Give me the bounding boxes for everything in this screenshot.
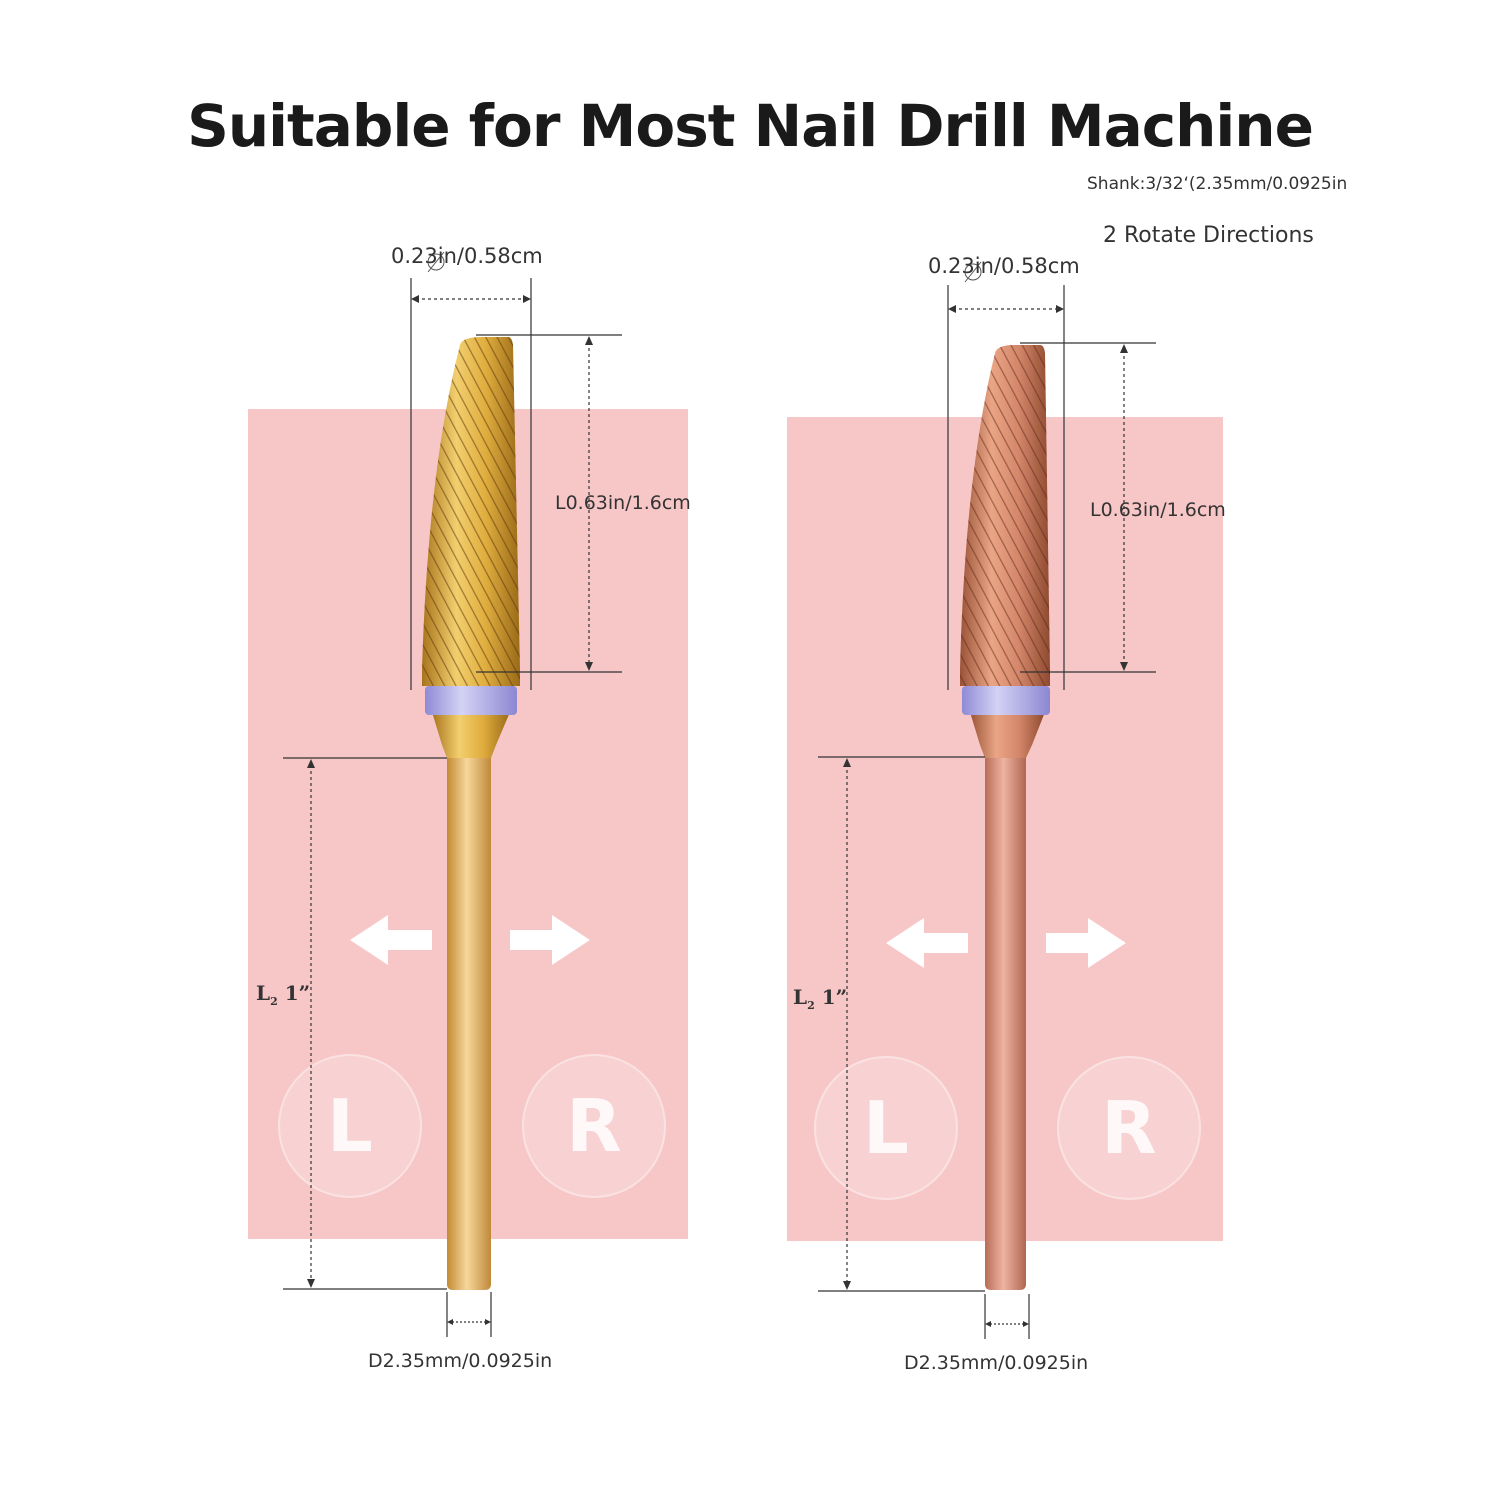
diameter-symbol-icon — [427, 251, 982, 283]
left-rotation-badge: L — [278, 1054, 422, 1198]
right-dimension-lines — [818, 285, 1156, 1339]
left-rotation-badge: L — [814, 1056, 958, 1200]
counterclockwise-arrow-icon — [350, 915, 968, 968]
right-rotation-badge: R — [1057, 1056, 1201, 1200]
gold-drill-bit — [422, 337, 520, 1290]
page-title: Suitable for Most Nail Drill Machine — [187, 92, 1314, 160]
head-length-label: L0.63in/1.6cm — [1090, 499, 1226, 521]
rotate-directions-note: 2 Rotate Directions — [1103, 223, 1314, 248]
shank-diameter-label: D2.35mm/0.0925in — [368, 1350, 553, 1372]
head-width-label: 0.23in/0.58cm — [928, 254, 1080, 278]
right-dimension-arrows — [843, 305, 1128, 1327]
head-length-label: L0.63in/1.6cm — [555, 492, 691, 514]
left-dimension-arrows — [307, 295, 593, 1325]
left-dimension-lines — [283, 278, 622, 1337]
shank-diameter-label: D2.35mm/0.0925in — [904, 1352, 1089, 1374]
shank-length-label: L2 1” — [793, 985, 848, 1012]
shank-spec: Shank:3/32‘(2.35mm/0.0925in — [1087, 174, 1348, 194]
rose-gold-drill-bit — [960, 345, 1050, 1290]
head-width-label: 0.23in/0.58cm — [391, 244, 543, 268]
shank-length-label: L2 1” — [256, 981, 311, 1008]
clockwise-arrow-icon — [510, 915, 1126, 968]
right-rotation-badge: R — [522, 1054, 666, 1198]
